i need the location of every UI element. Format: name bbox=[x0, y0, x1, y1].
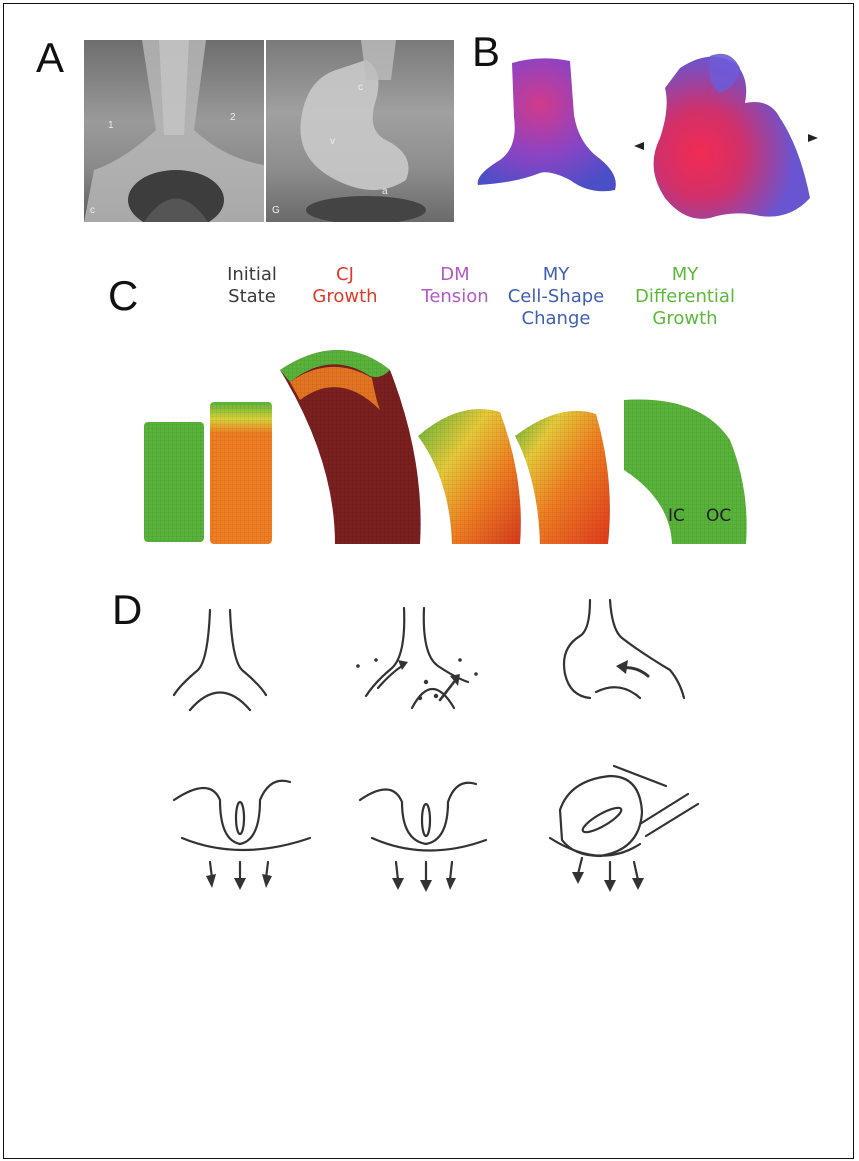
sem-image-right: c v a G bbox=[266, 40, 454, 222]
model-my-cell-shape bbox=[418, 409, 521, 544]
stage-label-initial: InitialState bbox=[212, 264, 292, 308]
sem-label-v: v bbox=[330, 136, 335, 147]
panel-label-c: C bbox=[108, 272, 138, 320]
stage-label-my-diff: MYDifferentialGrowth bbox=[620, 264, 750, 330]
sem-left-shapes bbox=[84, 40, 264, 222]
sem-image-left: 1 2 c bbox=[84, 40, 264, 222]
sem-label-2: 2 bbox=[230, 112, 236, 123]
model-cj-growth bbox=[210, 402, 272, 544]
panel-label-d: D bbox=[112, 586, 142, 634]
reconstruction-straight bbox=[470, 55, 630, 205]
schematic-top-middle bbox=[366, 608, 468, 708]
schematic-drawings bbox=[170, 600, 730, 900]
stage-label-dm: DMTension bbox=[410, 264, 500, 308]
stage-label-my-shape: MYCell-ShapeChange bbox=[496, 264, 616, 330]
sem-label-g: G bbox=[272, 205, 280, 216]
sem-label-c-left: c bbox=[90, 205, 95, 216]
model-initial-state bbox=[144, 422, 204, 542]
label-ic: IC bbox=[668, 506, 685, 526]
schematic-top-right bbox=[564, 600, 684, 698]
schematic-bottom-middle bbox=[360, 783, 486, 882]
sem-label-c: c bbox=[358, 82, 363, 93]
stage-label-cj: CJGrowth bbox=[300, 264, 390, 308]
sem-label-a: a bbox=[382, 186, 388, 197]
sem-right-shapes bbox=[266, 40, 454, 222]
fe-models bbox=[140, 340, 760, 555]
label-oc: OC bbox=[706, 506, 731, 526]
schematic-bottom-right bbox=[550, 766, 698, 882]
reconstruction-looped bbox=[640, 48, 830, 230]
schematic-bottom-left bbox=[174, 781, 310, 880]
model-dm-tension bbox=[280, 350, 421, 544]
sem-label-1: 1 bbox=[108, 120, 114, 131]
model-my-shape-2 bbox=[515, 411, 610, 544]
schematic-top-left bbox=[174, 610, 266, 710]
panel-label-a: A bbox=[36, 34, 64, 82]
